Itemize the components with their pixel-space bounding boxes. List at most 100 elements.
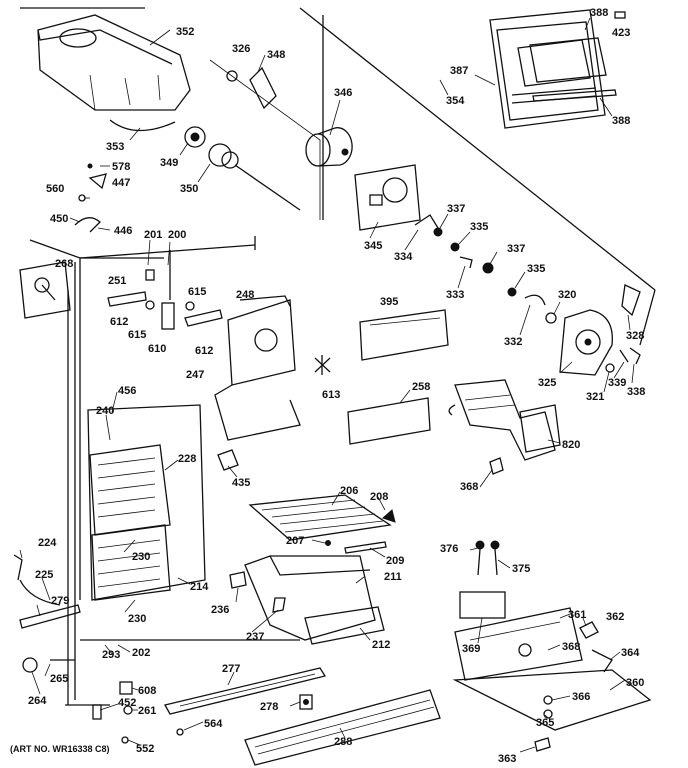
callout-288: 288 — [334, 736, 352, 748]
clip-236 — [229, 571, 247, 589]
callout-353: 353 — [106, 141, 124, 153]
callout-364: 364 — [621, 647, 640, 659]
gear-349 — [184, 126, 206, 148]
evaporator-panel-456 — [87, 404, 206, 601]
pan-211 — [244, 555, 385, 645]
spring-224 — [13, 554, 23, 581]
fan-housing-247 — [214, 295, 301, 441]
callout-236: 236 — [211, 604, 229, 616]
callout-230a: 230 — [132, 551, 150, 563]
leader-lines — [19, 17, 635, 753]
callout-325: 325 — [538, 377, 556, 389]
callout-452: 452 — [118, 697, 136, 709]
bulb-251 — [145, 269, 155, 281]
clip-423 — [614, 11, 626, 19]
callout-212: 212 — [372, 639, 390, 651]
wire-225 — [19, 579, 61, 606]
screw-615b — [185, 301, 195, 311]
callout-326: 326 — [232, 43, 250, 55]
shutoff-arm-328 — [621, 284, 641, 317]
wire-bail-353 — [109, 119, 176, 132]
damper-278 — [299, 694, 313, 710]
callout-251: 251 — [108, 275, 126, 287]
fan-blade-613 — [314, 355, 331, 375]
bearing-337b — [482, 262, 494, 274]
callout-230b: 230 — [128, 613, 146, 625]
grille-288 — [244, 689, 441, 766]
callout-612a: 612 — [110, 316, 128, 328]
callout-350: 350 — [180, 183, 198, 195]
clip-435 — [217, 449, 239, 471]
callout-207: 207 — [286, 535, 304, 547]
screw-615a — [145, 300, 155, 310]
callout-214: 214 — [190, 581, 209, 593]
callout-388a: 388 — [590, 7, 608, 19]
callout-456: 456 — [118, 385, 136, 397]
callout-337b: 337 — [507, 243, 525, 255]
bearing-335a — [450, 242, 460, 252]
callout-202: 202 — [132, 647, 150, 659]
callout-200: 200 — [168, 229, 186, 241]
callout-552: 552 — [136, 743, 154, 755]
clip-608 — [119, 681, 133, 695]
callout-240: 240 — [96, 405, 114, 417]
callout-610: 610 — [148, 343, 166, 355]
callout-387: 387 — [450, 65, 468, 77]
screw-564 — [176, 728, 184, 736]
callout-435: 435 — [232, 477, 250, 489]
callout-337a: 337 — [447, 203, 465, 215]
callout-261: 261 — [138, 705, 156, 717]
callout-332: 332 — [504, 336, 522, 348]
dispenser-frame-387 — [489, 9, 606, 129]
callout-277: 277 — [222, 663, 240, 675]
spring-339 — [619, 349, 629, 363]
callout-348: 348 — [267, 49, 285, 61]
callout-225: 225 — [35, 569, 53, 581]
callout-338: 338 — [627, 386, 645, 398]
bracket-447 — [88, 173, 107, 190]
callout-293: 293 — [102, 649, 120, 661]
callout-349: 349 — [160, 157, 178, 169]
compressor-relay-369 — [459, 591, 506, 619]
callout-423: 423 — [612, 27, 630, 39]
callout-361: 361 — [568, 609, 586, 621]
callout-615b: 615 — [188, 286, 206, 298]
rail-279 — [19, 604, 81, 629]
callout-368a: 368 — [460, 481, 478, 493]
callout-447: 447 — [112, 177, 130, 189]
callout-208: 208 — [370, 491, 388, 503]
auger-350 — [208, 143, 301, 211]
light-socket-268 — [19, 261, 71, 319]
callout-334: 334 — [394, 251, 413, 263]
wire-harness-376 — [475, 540, 485, 576]
callout-321: 321 — [586, 391, 604, 403]
callout-268: 268 — [55, 258, 73, 270]
door-388 — [529, 37, 607, 83]
clip-338 — [629, 347, 641, 365]
tube-450 — [74, 217, 101, 233]
ice-bucket-352 — [37, 14, 191, 111]
callout-613: 613 — [322, 389, 340, 401]
art-number-caption: (ART NO. WR16338 C8) — [10, 744, 110, 754]
screw-578 — [87, 163, 93, 169]
grommet-366 — [543, 695, 553, 705]
icemaker-820 — [448, 379, 561, 461]
callout-335a: 335 — [470, 221, 488, 233]
callout-362: 362 — [606, 611, 624, 623]
clip-363 — [534, 737, 551, 752]
screw-207 — [325, 540, 331, 546]
callout-360: 360 — [626, 677, 644, 689]
arm-332 — [524, 294, 546, 306]
callout-206: 206 — [340, 485, 358, 497]
callout-228: 228 — [178, 453, 196, 465]
callout-201: 201 — [144, 229, 162, 241]
cover-258 — [347, 397, 431, 445]
callout-279: 279 — [51, 595, 69, 607]
callout-365: 365 — [536, 717, 554, 729]
nut-326 — [226, 70, 238, 82]
spring-364 — [591, 649, 613, 673]
cam-333 — [459, 256, 473, 269]
cabinet-outline — [20, 7, 656, 706]
